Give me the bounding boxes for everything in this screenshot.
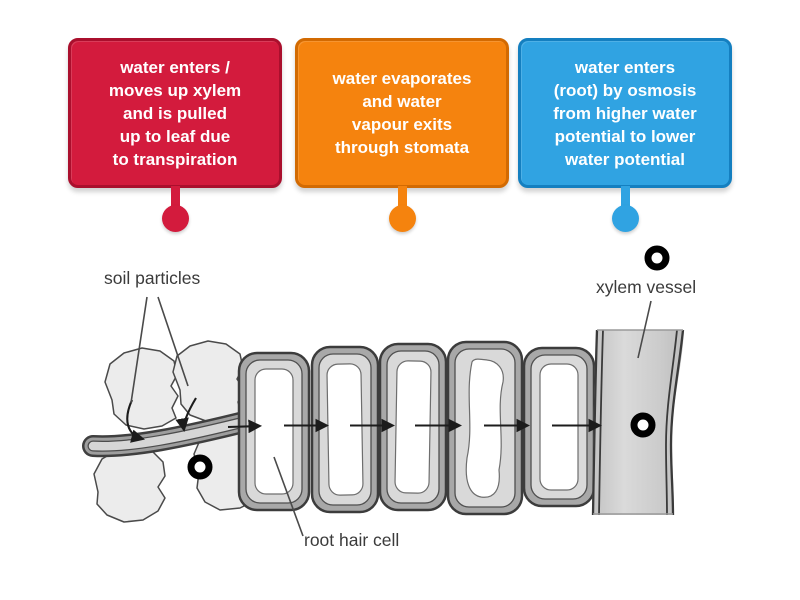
pin-stem [620,186,630,210]
soil-particles-pointer-line [130,296,148,404]
root-hair-cell-label: root hair cell [304,530,400,550]
card-text-line: vapour exits [351,115,453,134]
card-text-line: and is pulled [123,103,227,123]
label-pointer-lines [130,296,652,537]
cortex-cell [310,345,380,514]
card-text-line: water evaporates [332,69,472,88]
cortex-cell [446,340,524,516]
card-text-line: water enters / [120,57,230,77]
card-text-line: moves up xylem [108,80,242,100]
card-text-line: and water [362,92,442,111]
answer-card-osmosis[interactable]: water enters (root) by osmosis from high… [518,38,732,238]
card-text-line: through stomata [334,138,470,157]
card-text: water evaporates and water vapour exits … [298,67,506,159]
soil-particle [93,446,166,523]
root-cells [237,340,596,516]
xylem-vessel-pointer-line [637,300,652,359]
card-text-line: water enters [574,57,676,77]
drop-target-ring-xylem[interactable] [630,412,656,438]
soil-particles-pointer-line [157,296,189,387]
card-body: water enters / moves up xylem and is pul… [68,38,282,188]
pin-stem [397,186,407,210]
card-text-line: water potential [565,149,685,169]
card-text-line: from higher water [553,103,697,123]
card-body: water enters (root) by osmosis from high… [518,38,732,188]
pin-stem [170,186,180,210]
card-text-line: potential to lower [554,126,696,146]
pin-head [161,205,189,232]
pin-head [611,205,639,232]
root-hair [82,409,263,458]
card-text-line: (root) by osmosis [553,80,697,100]
soil-particle [104,347,179,430]
root-hair-cell-pointer-line [273,456,304,537]
soil-particle [172,340,246,422]
answer-card-transpiration[interactable]: water enters / moves up xylem and is pul… [68,38,282,238]
xylem-vessel-label: xylem vessel [596,277,697,297]
root-hair-cell [237,351,311,512]
pin-head [388,205,416,232]
card-text-line: to transpiration [112,149,238,169]
cortex-cell [378,342,448,512]
card-body: water evaporates and water vapour exits … [295,38,509,188]
soil-particles-label: soil particles [104,268,201,288]
card-text: water enters (root) by osmosis from high… [521,56,729,171]
drop-target-ring-soil[interactable] [187,454,213,480]
card-text-line: up to leaf due [119,126,231,146]
card-text: water enters / moves up xylem and is pul… [71,56,279,171]
answer-card-evaporation[interactable]: water evaporates and water vapour exits … [295,38,509,238]
water-flow-arrows [126,397,603,443]
cortex-cell [522,346,596,508]
drop-target-ring-top[interactable] [644,245,670,271]
drop-targets [187,245,670,480]
